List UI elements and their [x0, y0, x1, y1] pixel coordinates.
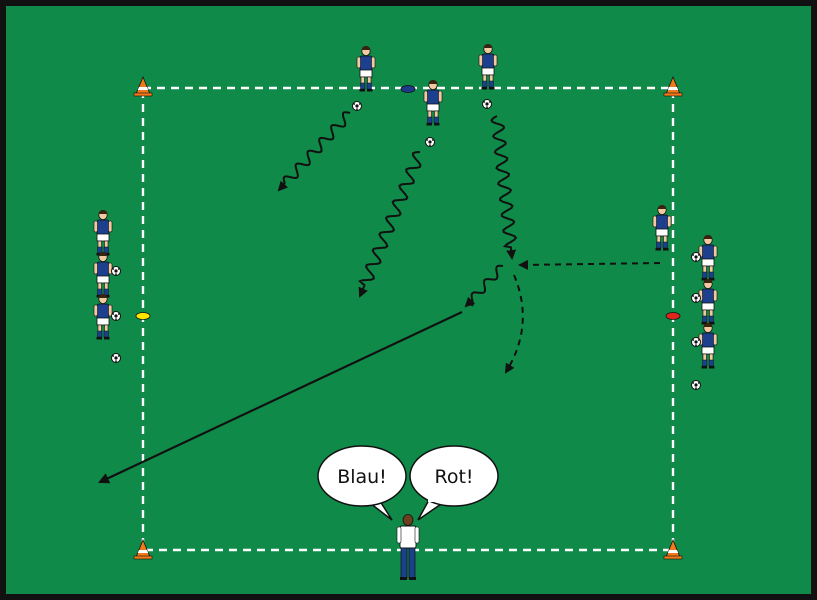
pitch — [6, 6, 811, 594]
soccer-ball — [111, 311, 121, 321]
speech-text-blau: Blau! — [337, 466, 387, 488]
soccer-ball — [111, 266, 121, 276]
flat-marker-red — [665, 312, 681, 320]
soccer-ball — [352, 101, 362, 111]
dribble-path — [464, 264, 504, 308]
flat-marker-yellow — [135, 312, 151, 320]
soccer-ball — [691, 380, 701, 390]
pass-line — [98, 311, 463, 484]
flat-marker-blue — [400, 85, 416, 93]
soccer-ball — [691, 252, 701, 262]
speech-bubble-blau: Blau! — [317, 445, 407, 521]
dribble-path — [277, 111, 351, 192]
soccer-ball — [691, 293, 701, 303]
soccer-ball — [482, 99, 492, 109]
dribble-path — [490, 115, 518, 260]
run-path-curved — [504, 274, 524, 374]
soccer-ball — [425, 137, 435, 147]
coach — [396, 514, 420, 580]
dribble-path — [357, 151, 422, 298]
soccer-ball — [111, 353, 121, 363]
speech-bubble-rot: Rot! — [409, 445, 499, 521]
speech-text-rot: Rot! — [434, 466, 473, 488]
run-path-dashed — [518, 259, 661, 270]
soccer-ball — [691, 337, 701, 347]
